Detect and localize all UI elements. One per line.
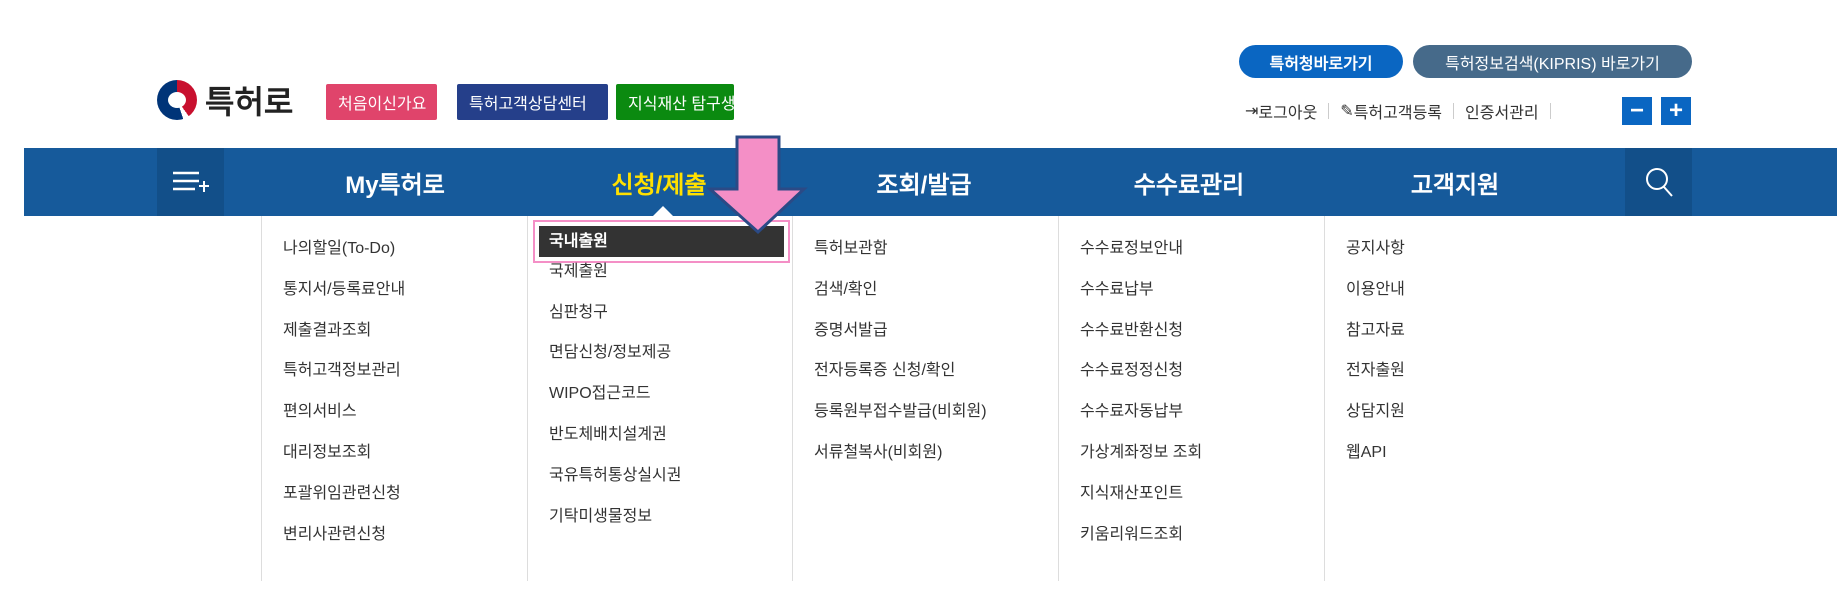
divider xyxy=(1453,103,1455,119)
menu-item[interactable]: 수수료정보안내 xyxy=(1080,240,1184,257)
search-button[interactable] xyxy=(1625,148,1692,216)
menu-item[interactable]: 특허고객정보관리 xyxy=(283,362,401,380)
highlighted-menu-item[interactable]: 국내출원 xyxy=(533,220,790,263)
ip-explore-button[interactable]: 지식재산 탐구생활 xyxy=(616,84,734,120)
menu-item[interactable]: 국내출원 xyxy=(528,220,792,263)
menu-item[interactable]: 국유특허통상실시권 xyxy=(549,466,682,484)
menu-item[interactable]: 편의서비스 xyxy=(283,403,357,421)
menu-item[interactable]: 지식재산포인트 xyxy=(1080,484,1184,502)
menu-item[interactable]: 심판청구 xyxy=(549,303,608,321)
register-link[interactable]: 특허고객등록 xyxy=(1353,105,1443,122)
utility-links: ⇥ 로그아웃 ✎ 특허고객등록 인증서관리 xyxy=(1245,98,1562,124)
menu-item[interactable]: 가상계좌정보 조회 xyxy=(1080,443,1203,461)
menu-item[interactable]: 면담신청/정보제공 xyxy=(549,344,672,362)
menu-item-label: 국내출원 xyxy=(539,226,784,257)
first-visit-button[interactable]: 처음이신가요 xyxy=(326,84,437,120)
menu-item[interactable]: 반도체배치설계권 xyxy=(549,425,667,443)
menu-plus-icon xyxy=(172,171,209,192)
active-menu-pointer xyxy=(653,206,673,216)
pink-arrow-annotation-icon xyxy=(706,135,808,235)
menu-item[interactable]: 제출결과조회 xyxy=(283,321,372,339)
all-menu-button[interactable] xyxy=(157,148,224,216)
kipris-link-button[interactable]: 특허정보검색(KIPRIS) 바로가기 xyxy=(1413,45,1692,78)
menu-item[interactable]: 등록원부접수발급(비회원) xyxy=(814,403,987,421)
menu-item[interactable]: 전자출원 xyxy=(1346,362,1405,380)
menu-item[interactable]: 변리사관련신청 xyxy=(283,525,387,543)
nav-my-patent[interactable]: My특허로 xyxy=(345,171,445,199)
nav-fee-management[interactable]: 수수료관리 xyxy=(1133,171,1245,199)
menu-item[interactable]: 수수료자동납부 xyxy=(1080,403,1184,421)
kipo-link-button[interactable]: 특허청바로가기 xyxy=(1239,45,1403,78)
search-icon xyxy=(1645,168,1673,197)
nav-customer-support[interactable]: 고객지원 xyxy=(1410,171,1500,199)
menu-item[interactable]: 서류철복사(비회원) xyxy=(814,443,943,461)
menu-item[interactable]: 수수료납부 xyxy=(1080,280,1154,298)
divider xyxy=(1328,103,1330,119)
menu-item[interactable]: 참고자료 xyxy=(1346,321,1405,339)
certificate-link[interactable]: 인증서관리 xyxy=(1465,105,1539,122)
menu-item[interactable]: 전자등록증 신청/확인 xyxy=(814,362,956,380)
menu-item[interactable]: 검색/확인 xyxy=(814,280,878,298)
customer-center-button[interactable]: 특허고객상담센터 xyxy=(457,84,608,120)
logo[interactable]: 특허로 xyxy=(157,80,293,120)
zoom-in-button[interactable]: + xyxy=(1661,97,1691,125)
government-emblem-icon xyxy=(157,80,197,120)
main-nav xyxy=(24,148,1837,216)
menu-item[interactable]: 국제출원 xyxy=(549,262,608,280)
menu-item[interactable]: 대리정보조회 xyxy=(283,443,372,461)
menu-item[interactable]: 특허보관함 xyxy=(814,240,888,257)
zoom-out-button[interactable]: − xyxy=(1622,97,1652,125)
menu-item[interactable]: 웹API xyxy=(1346,443,1387,461)
menu-item[interactable]: 나의할일(To-Do) xyxy=(283,240,396,257)
menu-item[interactable]: 통지서/등록료안내 xyxy=(283,280,406,298)
menu-item[interactable]: 공지사항 xyxy=(1346,240,1405,257)
logout-link[interactable]: 로그아웃 xyxy=(1258,105,1318,122)
pencil-icon: ✎ xyxy=(1340,103,1354,120)
menu-item[interactable]: 포괄위임관련신청 xyxy=(283,484,401,502)
menu-item[interactable]: 수수료반환신청 xyxy=(1080,321,1184,339)
menu-item[interactable]: 상담지원 xyxy=(1346,403,1405,421)
menu-item[interactable]: 증명서발급 xyxy=(814,321,888,339)
divider xyxy=(1549,103,1551,119)
menu-item[interactable]: 키움리워드조회 xyxy=(1080,525,1184,543)
menu-item[interactable]: 수수료정정신청 xyxy=(1080,362,1184,380)
menu-item[interactable]: 기탁미생물정보 xyxy=(549,507,653,525)
nav-apply-submit[interactable]: 신청/제출 xyxy=(611,171,707,199)
menu-item[interactable]: 이용안내 xyxy=(1346,280,1405,298)
logout-icon: ⇥ xyxy=(1245,103,1259,120)
menu-item[interactable]: WIPO접근코드 xyxy=(549,385,651,403)
nav-inquiry-issue[interactable]: 조회/발급 xyxy=(876,171,972,199)
